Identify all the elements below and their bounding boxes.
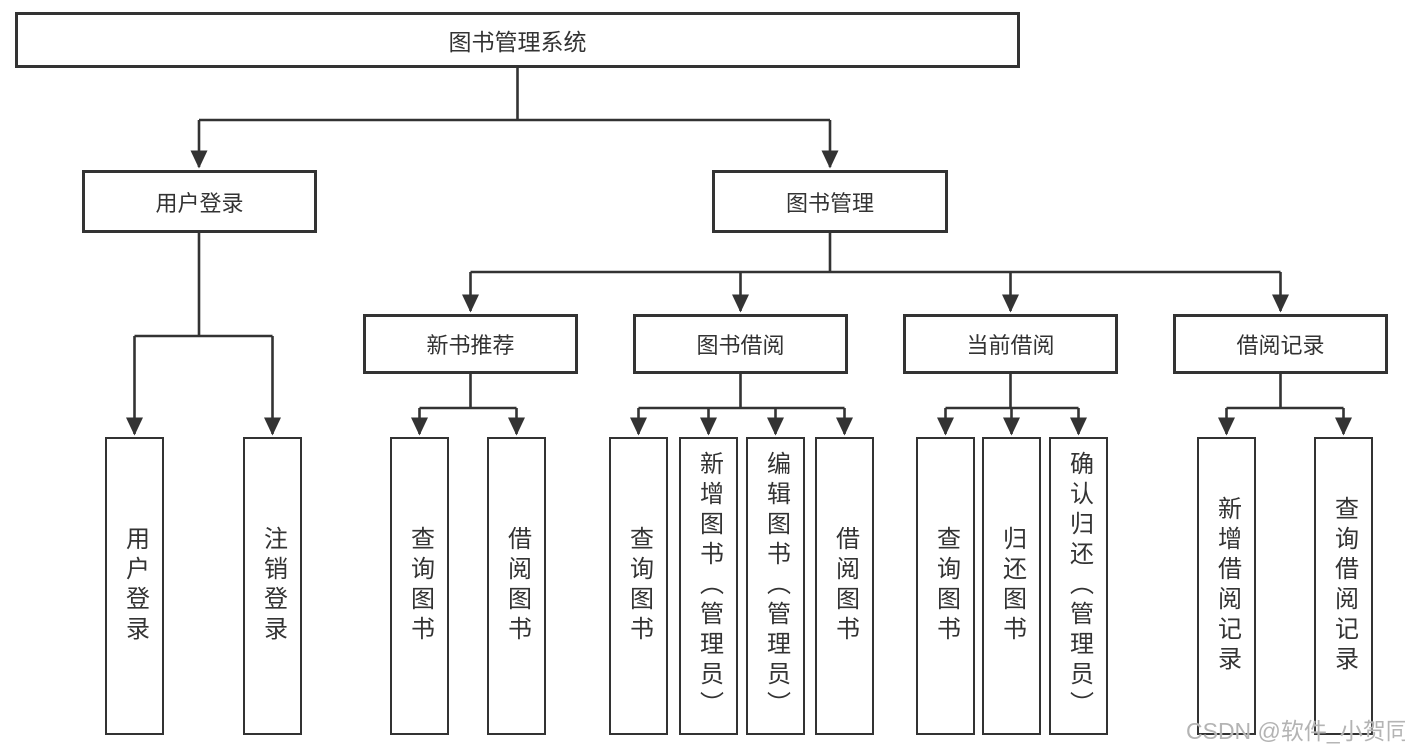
leaf-label: 用户登录 bbox=[121, 526, 149, 646]
node-label: 新书推荐 bbox=[426, 333, 515, 358]
leaf-label: 借阅图书 bbox=[503, 526, 531, 646]
leaf-edit-books-admin: 编辑图书（管理员） bbox=[746, 437, 805, 735]
node-book-borrowing: 图书借阅 bbox=[633, 314, 848, 374]
leaf-add-books-admin: 新增图书（管理员） bbox=[679, 437, 738, 735]
leaf-query-books-current: 查询图书 bbox=[916, 437, 975, 735]
leaf-return-books: 归还图书 bbox=[982, 437, 1041, 735]
node-label: 图书管理 bbox=[785, 190, 874, 216]
csdn-watermark: CSDN @软件_小贺同学 bbox=[1186, 718, 1405, 744]
leaf-label: 查询图书 bbox=[932, 526, 960, 646]
leaf-label: 确认归还（管理员） bbox=[1065, 451, 1093, 721]
node-new-book-recommendation: 新书推荐 bbox=[363, 314, 578, 374]
leaf-label: 归还图书 bbox=[998, 526, 1026, 646]
node-label: 用户登录 bbox=[155, 190, 244, 216]
node-label: 当前借阅 bbox=[966, 333, 1055, 358]
node-book-management: 图书管理 bbox=[712, 170, 948, 233]
leaf-label: 新增借阅记录 bbox=[1213, 496, 1241, 676]
leaf-borrow-books-recommend: 借阅图书 bbox=[487, 437, 546, 735]
leaf-label: 借阅图书 bbox=[831, 526, 859, 646]
leaf-confirm-return-admin: 确认归还（管理员） bbox=[1049, 437, 1108, 735]
leaf-query-books-borrowing: 查询图书 bbox=[609, 437, 668, 735]
leaf-label: 查询图书 bbox=[625, 526, 653, 646]
leaf-label: 注销登录 bbox=[259, 526, 287, 646]
leaf-label: 编辑图书（管理员） bbox=[762, 451, 790, 721]
leaf-query-books-recommend: 查询图书 bbox=[390, 437, 449, 735]
node-label: 图书借阅 bbox=[696, 333, 785, 358]
leaf-logout: 注销登录 bbox=[243, 437, 302, 735]
node-label: 借阅记录 bbox=[1236, 333, 1325, 358]
leaf-borrow-books-borrowing: 借阅图书 bbox=[815, 437, 874, 735]
leaf-add-borrow-record: 新增借阅记录 bbox=[1197, 437, 1256, 735]
node-user-login: 用户登录 bbox=[82, 170, 317, 233]
leaf-label: 查询借阅记录 bbox=[1330, 496, 1358, 676]
leaf-query-borrow-record: 查询借阅记录 bbox=[1314, 437, 1373, 735]
leaf-label: 查询图书 bbox=[406, 526, 434, 646]
node-current-borrowing: 当前借阅 bbox=[903, 314, 1118, 374]
node-library-management-system: 图书管理系统 bbox=[15, 12, 1020, 68]
leaf-label: 新增图书（管理员） bbox=[695, 451, 723, 721]
leaf-user-login: 用户登录 bbox=[105, 437, 164, 735]
node-label: 图书管理系统 bbox=[448, 29, 587, 55]
node-borrowing-records: 借阅记录 bbox=[1173, 314, 1388, 374]
